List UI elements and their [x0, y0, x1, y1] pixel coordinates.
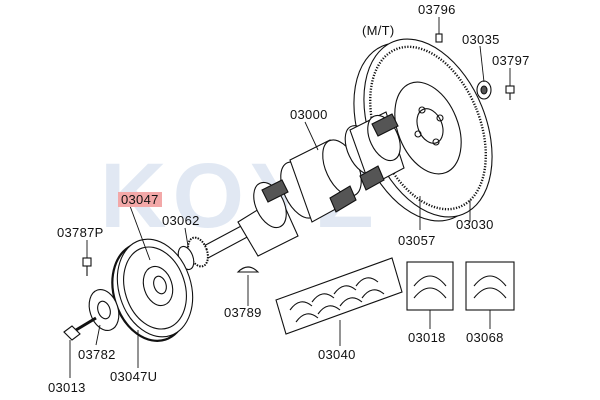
part-number-03047U[interactable]: 03047U: [110, 369, 158, 384]
flywheel-bolt: [505, 85, 515, 100]
part-number-03789[interactable]: 03789: [224, 305, 262, 320]
woodruff-key: [236, 266, 260, 273]
part-number-03035[interactable]: 03035: [462, 32, 500, 47]
washer: [88, 289, 120, 331]
small-bolt: [82, 257, 92, 276]
part-number-03782[interactable]: 03782: [78, 347, 116, 362]
part-number-03057[interactable]: 03057: [398, 233, 436, 248]
part-number-03062[interactable]: 03062: [162, 213, 200, 228]
part-number-03018[interactable]: 03018: [408, 330, 446, 345]
part-number-03796[interactable]: 03796: [418, 2, 456, 17]
part-number-03797[interactable]: 03797: [492, 53, 530, 68]
part-number-03000[interactable]: 03000: [290, 107, 328, 122]
main-bearing-set: [275, 257, 403, 335]
variant-note: (M/T): [362, 23, 395, 38]
leader-lines: [69, 17, 511, 378]
part-number-03040[interactable]: 03040: [318, 347, 356, 362]
damper-pulley: [111, 238, 194, 342]
part-number-03047[interactable]: 03047: [118, 192, 162, 207]
part-number-03787P[interactable]: 03787P: [57, 225, 104, 240]
rod-bearing-set: [406, 261, 454, 311]
thrust-bearing-set: [465, 261, 515, 311]
pulley-bolt: [63, 316, 97, 341]
pilot-bearing: [476, 80, 492, 100]
part-number-03068[interactable]: 03068: [466, 330, 504, 345]
dowel-pin: [435, 33, 443, 43]
part-number-03013[interactable]: 03013: [48, 380, 86, 395]
part-number-03030[interactable]: 03030: [456, 217, 494, 232]
crankshaft: [199, 111, 405, 259]
